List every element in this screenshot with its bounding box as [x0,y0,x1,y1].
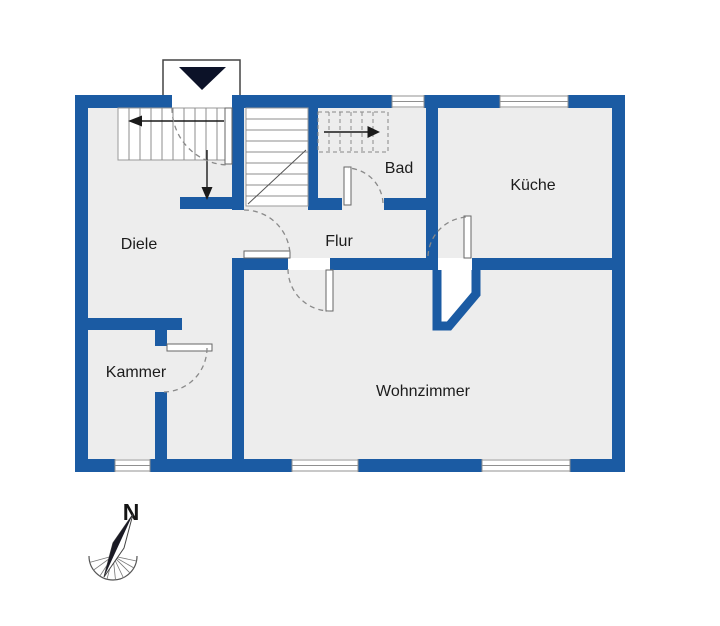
window-kueche-top [499,95,569,108]
wall-openings [172,95,472,270]
wall-flur-south [232,258,434,270]
staircase [117,107,389,207]
window-wohnzimmer-bottom-left [291,459,359,472]
room-label-kammer: Kammer [106,364,167,381]
stair-flight-middle [245,107,309,207]
stair-flight-upper-left [117,107,233,161]
stair-break-line [247,149,307,205]
room-label-wohnzimmer: Wohnzimmer [376,383,471,400]
wall-diele-wohnzimmer [232,258,244,459]
door-kueche [427,215,472,259]
wall-bad-south-right [384,198,426,210]
wall-exterior-right [612,95,625,472]
window-wohnzimmer-bottom-right [481,459,571,472]
north-label: N [123,499,140,525]
door-diele-flur [243,209,291,259]
room-label-kueche: Küche [510,177,555,194]
wall-kammer-right-upper [155,330,167,346]
windows [114,95,571,472]
compass: N [88,499,140,581]
room-label-flur: Flur [325,233,353,250]
door-wohnzimmer [287,268,334,312]
room-label-diele: Diele [121,236,158,253]
opening-entrance [172,95,232,108]
compass-base [88,555,138,581]
window-kammer-bottom [114,459,151,472]
door-bad [343,166,384,206]
doors [162,107,472,393]
arrow-down-icon [201,187,213,200]
stair-flight-upper-dashed [317,111,389,153]
wall-exterior-left [75,95,88,472]
compass-needle [103,513,134,578]
opening-wohnzimmer [288,258,330,270]
arrow-right-icon [367,126,380,138]
opening-kueche [438,258,472,270]
door-entrance [171,107,233,166]
room-label-bad: Bad [385,160,413,177]
wall-kammer-right-lower [155,392,167,459]
wall-bad-kueche-divider [426,95,438,270]
window-bad-top [391,95,425,108]
wall-kammer-top [88,318,182,330]
room-labels: Diele Flur Bad Küche Kammer Wohnzimmer [106,160,556,400]
wall-bad-left [308,95,318,210]
wall-bad-south-left [308,198,342,210]
entrance-vestibule [162,59,241,97]
door-kammer [162,343,213,393]
entrance-arrow-icon [179,67,226,90]
stair-direction-arrows [128,115,380,200]
wall-stair-stub [180,197,244,209]
chimney-niche [432,258,481,331]
arrow-left-icon [128,115,142,127]
wall-diele-stair [232,95,244,210]
